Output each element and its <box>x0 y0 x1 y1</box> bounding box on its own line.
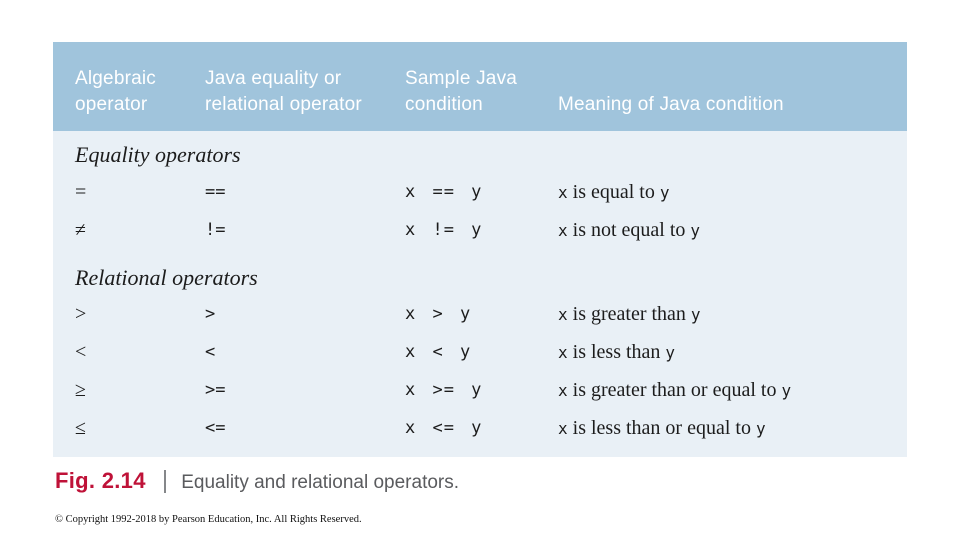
variable-y: y <box>659 182 670 202</box>
meaning-cell: x is less than y <box>558 341 907 364</box>
caption-separator: | <box>161 466 169 494</box>
table-body: Equality operators = == x == y x is equa… <box>53 131 907 457</box>
section-heading-equality: Equality operators <box>53 137 907 173</box>
variable-y: y <box>781 380 792 400</box>
table-row: ≤ <= x <= y x is less than or equal to y <box>53 409 907 447</box>
table-row: < < x < y x is less than y <box>53 333 907 371</box>
sample-condition-cell: x <= y <box>405 418 483 438</box>
meaning-cell: x is less than or equal to y <box>558 417 907 440</box>
figure-number: Fig. 2.14 <box>55 468 146 493</box>
java-operator-cell: <= <box>205 418 226 438</box>
table-row: = == x == y x is equal to y <box>53 173 907 211</box>
java-operator-cell: >= <box>205 380 226 400</box>
java-operator-cell: != <box>205 220 226 240</box>
meaning-cell: x is not equal to y <box>558 219 907 242</box>
sample-condition-cell: x != y <box>405 220 483 240</box>
section-title: Relational operators <box>75 265 258 290</box>
copyright-notice: © Copyright 1992-2018 by Pearson Educati… <box>55 514 362 525</box>
caption-text: Equality and relational operators. <box>181 472 460 493</box>
meaning-cell: x is greater than or equal to y <box>558 379 907 402</box>
section-heading-relational: Relational operators <box>53 249 907 295</box>
variable-x: x <box>558 304 568 324</box>
table-row: ≥ >= x >= y x is greater than or equal t… <box>53 371 907 409</box>
meaning-text: is not equal to <box>572 218 686 241</box>
java-operator-cell: < <box>205 342 216 362</box>
algebraic-operator-cell: > <box>75 302 87 325</box>
sample-condition-cell: x >= y <box>405 380 483 400</box>
meaning-cell: x is equal to y <box>558 181 907 204</box>
meaning-text: is less than <box>572 340 661 363</box>
variable-y: y <box>755 418 766 438</box>
variable-y: y <box>665 342 676 362</box>
sample-condition-cell: x == y <box>405 182 483 202</box>
section-title: Equality operators <box>75 142 241 167</box>
header-cell-java-operator: Java equality or relational operator <box>205 68 362 115</box>
algebraic-operator-cell: < <box>75 340 87 363</box>
meaning-text: is less than or equal to <box>572 416 751 439</box>
variable-x: x <box>558 380 568 400</box>
table-header-row: Algebraic operator Java equality or rela… <box>53 42 907 131</box>
java-operator-cell: > <box>205 304 216 324</box>
operators-table: Algebraic operator Java equality or rela… <box>53 42 907 457</box>
meaning-cell: x is greater than y <box>558 303 907 326</box>
algebraic-operator-cell: ≤ <box>75 416 86 439</box>
sample-condition-cell: x < y <box>405 342 472 362</box>
java-operator-cell: == <box>205 182 226 202</box>
figure-caption: Fig. 2.14 | Equality and relational oper… <box>55 466 459 495</box>
header-cell-meaning: Meaning of Java condition <box>558 94 784 115</box>
algebraic-operator-cell: ≠ <box>75 218 86 241</box>
variable-x: x <box>558 418 568 438</box>
table-row: ≠ != x != y x is not equal to y <box>53 211 907 249</box>
variable-x: x <box>558 220 568 240</box>
variable-y: y <box>690 220 701 240</box>
algebraic-operator-cell: ≥ <box>75 378 86 401</box>
meaning-text: is equal to <box>572 180 655 203</box>
meaning-text: is greater than <box>572 302 686 325</box>
variable-y: y <box>690 304 701 324</box>
variable-x: x <box>558 182 568 202</box>
meaning-text: is greater than or equal to <box>572 378 777 401</box>
variable-x: x <box>558 342 568 362</box>
table-row: > > x > y x is greater than y <box>53 295 907 333</box>
header-cell-algebraic-operator: Algebraic operator <box>75 68 157 115</box>
algebraic-operator-cell: = <box>75 180 87 203</box>
header-cell-sample-condition: Sample Java condition <box>405 68 518 115</box>
sample-condition-cell: x > y <box>405 304 472 324</box>
